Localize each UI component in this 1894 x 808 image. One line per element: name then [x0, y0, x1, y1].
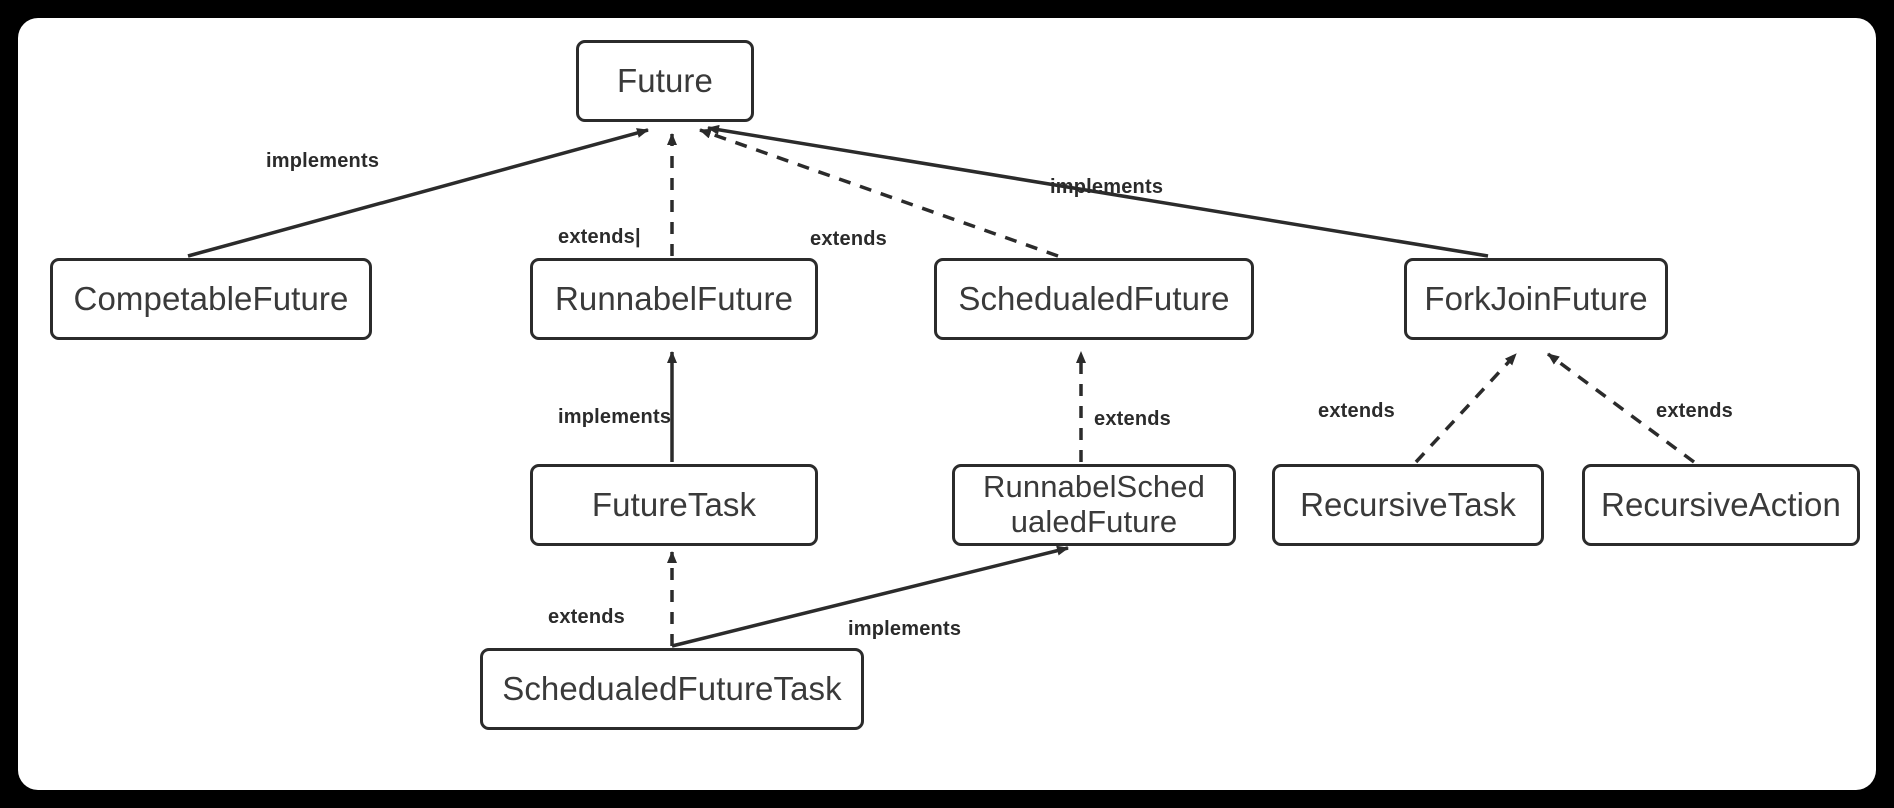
node-schedualed-future[interactable]: SchedualedFuture	[934, 258, 1254, 340]
edge-schedualed-to-future	[699, 128, 1059, 258]
edge-label-extends-runnabelsched: extends	[1094, 408, 1171, 430]
node-schedualed-future-task[interactable]: SchedualedFutureTask	[480, 648, 864, 730]
node-future-task[interactable]: FutureTask	[530, 464, 818, 546]
edge-label-extends-recursivetask: extends	[1318, 400, 1395, 422]
node-future[interactable]: Future	[576, 40, 754, 122]
node-recursive-action[interactable]: RecursiveAction	[1582, 464, 1860, 546]
edge-competable-to-future	[187, 128, 649, 258]
diagram-canvas: Future CompetableFuture RunnabelFuture S…	[18, 18, 1876, 790]
edge-label-implements-schedtask: implements	[848, 618, 962, 640]
edge-label-extends-schedtask: extends	[548, 606, 625, 628]
edge-label-implements-competable: implements	[266, 150, 380, 172]
edge-label-implements-futuretask: implements	[558, 406, 672, 428]
edge-label-extends-recursiveaction: extends	[1656, 400, 1733, 422]
edge-recursivetask-to-forkjoin	[1414, 352, 1518, 464]
edge-schedtask-to-runnabelsched	[671, 545, 1069, 648]
node-fork-join-future[interactable]: ForkJoinFuture	[1404, 258, 1668, 340]
connector-layer	[187, 124, 1696, 648]
edge-label-extends-schedualed: extends	[810, 228, 887, 250]
edge-recursiveaction-to-forkjoin	[1546, 352, 1696, 464]
node-runnabel-future[interactable]: RunnabelFuture	[530, 258, 818, 340]
edge-forkjoin-to-future	[707, 124, 1489, 258]
edge-label-implements-forkjoin: implements	[1050, 176, 1164, 198]
edge-label-extends-runnabel: extends|	[558, 226, 641, 248]
node-runnabel-schedualed-future[interactable]: RunnabelSched ualedFuture	[952, 464, 1236, 546]
node-recursive-task[interactable]: RecursiveTask	[1272, 464, 1544, 546]
node-competable-future[interactable]: CompetableFuture	[50, 258, 372, 340]
